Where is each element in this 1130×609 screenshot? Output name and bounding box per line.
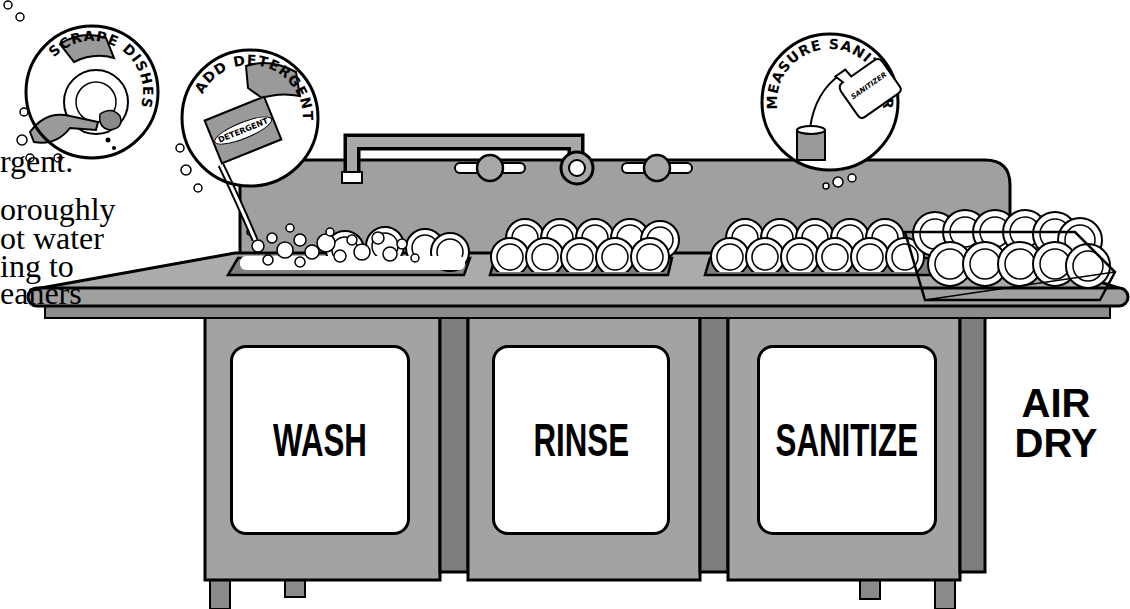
faucet [561,152,593,184]
detergent-illustration [221,165,255,240]
detergent-illustration [176,50,318,240]
compartment-label: WASH [273,413,367,467]
faucet [352,142,576,178]
wash-bubbles [347,235,357,245]
sanitizer-illustration [833,177,843,187]
body-text-fragment: eaners [0,277,82,309]
cabinet-base [728,316,960,580]
step-caption: SCRAPE DISHES [46,28,157,110]
faucet [644,155,670,181]
drying-rack [905,210,1115,300]
scrape-illustration [16,13,24,21]
detergent-illustration [194,184,202,192]
detergent-illustration [181,165,191,175]
stacked-plates [711,238,749,272]
cabinet-base [205,316,985,580]
compartment-panel: WASH [230,345,410,535]
wash-bubbles [372,232,384,244]
wash-bubbles [277,242,293,258]
wash-bubbles [240,256,465,270]
sanitizer-illustration [823,174,856,189]
compartment-panel: SANITIZE [757,345,937,535]
wash-bubbles [397,239,407,249]
detergent-illustration [182,50,318,186]
stacked-plates [491,238,529,272]
stacked-plates [851,238,889,272]
wash-bubbles [252,240,264,252]
wash-bubbles [286,224,294,232]
detergent-illustration [221,165,255,240]
drying-rack [925,272,1115,300]
circle-outline: SCRAPE DISHES [24,24,160,160]
faucet [477,155,503,181]
wash-bubbles [305,245,319,259]
circle-outline [26,26,158,158]
wash-bubbles [295,257,305,267]
body-text-fragment: oroughly [0,193,116,225]
sanitizer-illustration [762,34,898,189]
stacked-plates [781,238,819,272]
cabinet-base [468,316,700,580]
compartment-label: SANITIZE [776,413,919,467]
stacked-plates [746,238,784,272]
wash-bubbles [383,247,397,261]
wash-bubbles [411,254,419,262]
wash-bubbles [354,244,370,260]
stacked-plates [561,238,599,272]
scrape-illustration [4,1,62,162]
sanitizer-illustration [797,126,825,134]
step-circle: ADD DETERGENTDETERGENT [180,48,320,188]
cabinet-base [960,316,985,572]
circle-outline [182,50,318,186]
wash-bubbles [263,255,273,265]
body-text-fragment: rgent. [0,145,73,177]
compartment-label: RINSE [533,413,629,467]
stacked-plates [816,238,854,272]
scrape-illustration [17,135,27,145]
faucet [342,142,692,184]
cabinet-base [205,316,440,580]
faucet [352,142,576,178]
step-circle: MEASURE SANITIZERSANITIZER [760,32,900,172]
compartment-panel: RINSE [492,345,670,535]
scrape-illustration [4,1,158,162]
scrape-illustration [106,138,111,143]
scrape-illustration [26,26,158,158]
countertop [28,288,1128,306]
scrape-illustration [112,146,116,150]
scrape-illustration [30,115,98,143]
sanitizer-illustration [823,183,829,189]
wash-bubbles [240,224,465,270]
wash-bubbles [294,234,306,246]
sanitizer-illustration [848,174,856,182]
step-circle: SCRAPE DISHES [24,24,160,160]
bottle-outline [832,50,902,120]
stacked-plates [596,238,634,272]
scrape-illustration [100,110,121,130]
wash-bubbles [317,234,335,252]
sanitizer-illustration [810,74,841,128]
stacked-plates [526,238,564,272]
drying-rack [1066,244,1110,288]
wash-bubbles [326,228,334,236]
drying-rack [905,232,1115,300]
scrape-illustration [4,1,12,9]
product-label: DETERGENT [211,111,274,150]
station-label: AIR DRY [1008,383,1104,463]
faucet [342,172,362,183]
detergent-illustration [176,144,184,152]
wash-bubbles [334,250,346,262]
detergent-box: DETERGENT [203,95,282,164]
faucet [569,160,585,176]
cabinet-base [440,316,468,572]
cabinet-base [700,316,728,572]
stacked-plates [631,238,669,272]
wash-bubbles [267,233,277,243]
step-caption: SCRAPE DISHES [46,28,157,110]
